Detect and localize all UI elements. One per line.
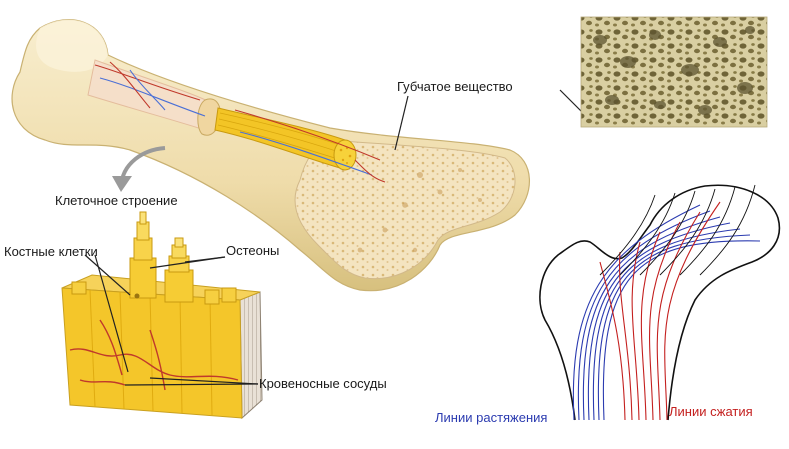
- osteon-column-left: [130, 212, 156, 299]
- label-bone-cells: Костные клетки: [4, 244, 98, 259]
- spongy-bone-photo: [581, 17, 767, 127]
- head-grid-line: [700, 185, 755, 275]
- label-tension-lines: Линии растяжения: [435, 410, 547, 425]
- compression-line: [657, 212, 700, 420]
- label-osteons: Остеоны: [226, 243, 279, 258]
- osteon-column-right: [165, 238, 193, 302]
- top-block-3: [72, 282, 86, 294]
- label-cellular: Клеточное строение: [55, 193, 178, 208]
- label-vessels: Кровеносные сосуды: [259, 376, 387, 391]
- tension-line: [573, 205, 700, 420]
- top-block-2: [222, 288, 236, 302]
- label-spongy: Губчатое вещество: [397, 79, 513, 94]
- compression-line: [620, 252, 632, 420]
- label-compression-lines: Линии сжатия: [669, 404, 753, 419]
- femur-head-diagram: [540, 185, 779, 420]
- top-block-1: [205, 290, 219, 304]
- femur-head-outline: [540, 185, 779, 420]
